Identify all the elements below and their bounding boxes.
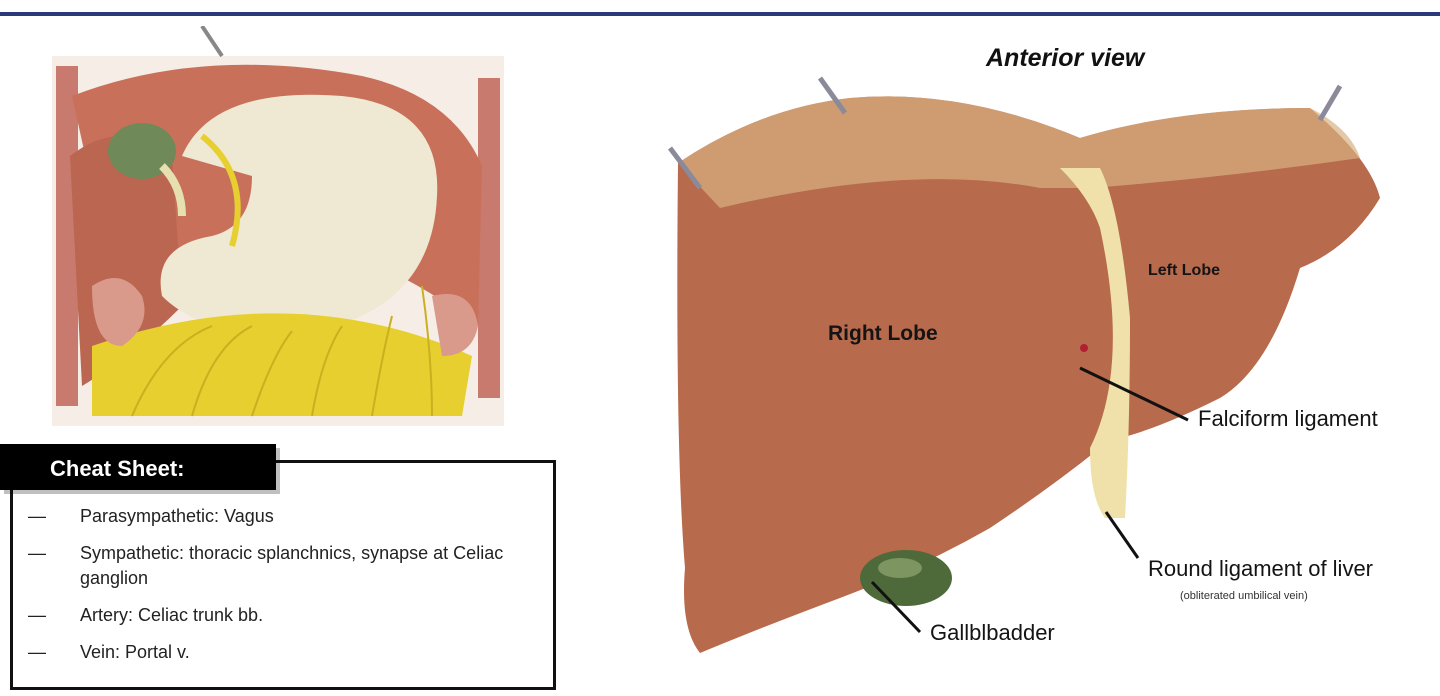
diaphragm-cut: [678, 96, 1360, 208]
stomach-innervation-illustration: [52, 26, 504, 426]
left-lobe-label: Left Lobe: [1148, 262, 1220, 279]
list-item: — Artery: Celiac trunk bb.: [28, 603, 548, 628]
list-item: — Parasympathetic: Vagus: [28, 504, 548, 529]
cheat-sheet-title: Cheat Sheet:: [0, 444, 276, 490]
cheat-item-text: Artery: Celiac trunk bb.: [80, 605, 264, 625]
header-rule: [0, 12, 1440, 16]
round-ligament-label: Round ligament of liver: [1148, 556, 1374, 581]
cheat-item-text: Vein: Portal v.: [80, 642, 190, 662]
gallbladder-label: Gallblbadder: [930, 620, 1055, 645]
liver-anterior-illustration: [668, 76, 1380, 654]
falciform-ligament: [1060, 168, 1130, 518]
left-body-wall: [56, 66, 78, 406]
bullet-dash: —: [28, 506, 46, 526]
cheat-item-text: Parasympathetic: Vagus: [80, 506, 274, 526]
right-lobe-label: Right Lobe: [828, 322, 938, 345]
gallbladder-small: [108, 123, 176, 179]
cheat-sheet-box: [10, 460, 556, 690]
round-ligament-sublabel: (obliterated umbilical vein): [1180, 590, 1308, 602]
cheat-sheet-list: — Parasympathetic: Vagus — Sympathetic: …: [28, 504, 548, 677]
bullet-dash: —: [28, 642, 46, 662]
liver: [677, 96, 1380, 654]
bullet-dash: —: [28, 605, 46, 625]
falciform-ligament-label: Falciform ligament: [1198, 406, 1378, 431]
view-title: Anterior view: [986, 44, 1145, 72]
right-body-wall: [478, 78, 500, 398]
bullet-dash: —: [28, 543, 46, 563]
cheat-item-text: Sympathetic: thoracic splanchnics, synap…: [80, 543, 504, 588]
stomach: [160, 94, 438, 336]
list-item: — Sympathetic: thoracic splanchnics, syn…: [28, 541, 548, 591]
list-item: — Vein: Portal v.: [28, 640, 548, 665]
